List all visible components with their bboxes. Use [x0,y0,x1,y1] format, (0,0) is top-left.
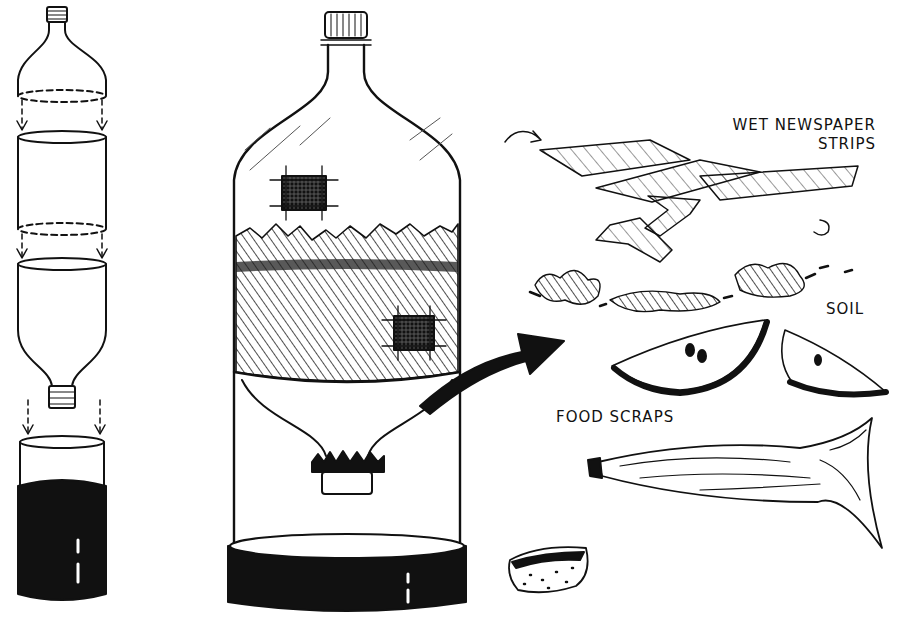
newspaper-strip [596,218,672,262]
soil-crumbs [530,266,852,306]
cut-line [18,223,106,235]
assembly-arrow [22,234,102,256]
bottle-middle-piece [18,137,106,228]
bottle-seam [234,372,460,382]
apple-peel [614,322,767,393]
soil-band [236,259,458,272]
label-text: WET NEWSPAPER STRIPS [690,116,876,154]
bottle-cap-threads [47,7,67,22]
bottle-base [18,480,106,600]
crust-edge [512,552,584,568]
base-rim [230,534,464,558]
soil-clump [535,270,600,304]
assembly-arrow [28,400,100,432]
bottle-cap [325,12,367,38]
peel-shading [620,430,866,500]
bottle-top-piece [18,22,106,95]
thread-lines [47,11,67,19]
cylinder-rim [18,131,106,143]
glass-shading [245,118,452,170]
inverted-top-piece [18,264,106,386]
apple-seed [698,350,706,362]
soil-clump [610,291,720,312]
bread-crumbs [524,568,573,588]
tape-strips [270,166,338,220]
funnel-walls [242,380,452,456]
base-highlight [77,540,80,582]
assembly-arrow [22,100,102,128]
banana-peel [598,418,882,548]
apple-slice [782,330,886,394]
cap-ridges [331,14,361,36]
bottle-neck [322,472,372,494]
thread-lines [49,392,75,404]
base-highlight [407,574,410,602]
soil-clump [735,264,804,298]
bottle-outline [234,45,460,548]
apple-seed [815,355,821,365]
newspaper-strip [645,196,700,236]
banana-stem [588,458,602,478]
pointer-arrow [420,334,564,414]
arrow-head [23,425,105,434]
label-text: FOOD SCRAPS [556,408,746,427]
motion-mark [505,131,541,142]
label-text: SOIL [826,300,896,319]
bottle-neck [49,386,75,408]
motion-mark [814,220,829,235]
bread-crust [509,547,588,592]
newspaper-strip [700,166,858,200]
funnel-rim [18,258,106,270]
screen-window [394,316,434,350]
compost-contents [236,224,458,381]
screen-window [282,176,326,210]
apple-seed [686,344,694,356]
funnel-flare [312,451,384,472]
arrow-head [17,249,107,258]
apple-peel [790,382,886,394]
arrow-head [17,121,107,130]
tape-strips [382,306,446,360]
cup-rim [20,436,104,448]
cut-line [18,90,106,102]
